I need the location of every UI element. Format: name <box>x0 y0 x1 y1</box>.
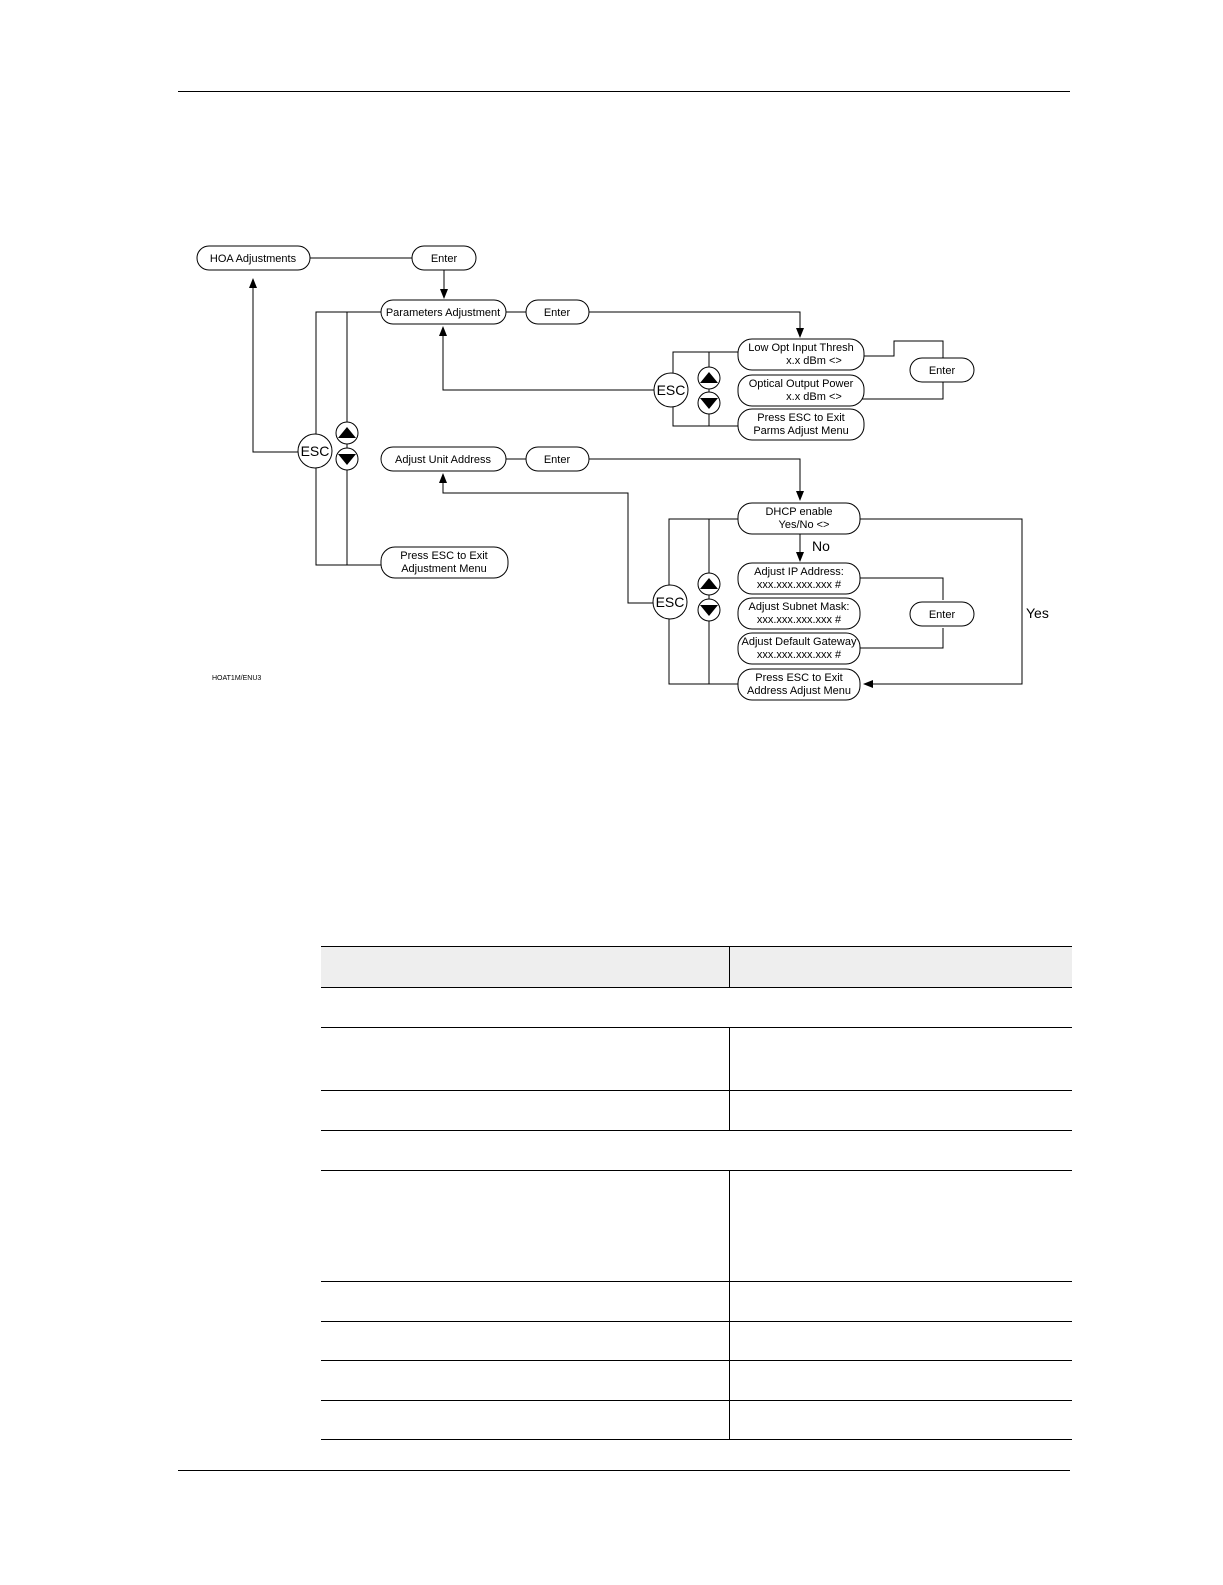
low-opt-line1: Low Opt Input Thresh <box>748 342 854 354</box>
exit-main-node: Press ESC to Exit Adjustment Menu <box>380 546 509 579</box>
ip-line2: xxx.xxx.xxx.xxx # <box>757 579 842 591</box>
table-cell <box>730 1282 1073 1322</box>
figure-code: HOAT1M/ENU3 <box>212 675 261 682</box>
optical-out-line2: x.x dBm <> <box>786 391 842 403</box>
table-cell <box>321 1090 730 1131</box>
esc-main-button: ESC <box>297 433 333 469</box>
esc-address-label: ESC <box>656 594 685 610</box>
flow-connectors <box>249 257 1023 688</box>
no-label: No <box>812 538 830 554</box>
esc-main-label: ESC <box>301 443 330 459</box>
table-row <box>321 1090 1073 1131</box>
enter-top-label: Enter <box>431 253 458 265</box>
esc-params-label: ESC <box>657 382 686 398</box>
dhcp-enable-node: DHCP enable Yes/No <> <box>737 502 861 535</box>
yes-label: Yes <box>1026 605 1049 621</box>
adjust-ip-node: Adjust IP Address: xxx.xxx.xxx.xxx # <box>737 562 861 595</box>
esc-params-button: ESC <box>653 372 689 408</box>
table-row <box>321 1281 1073 1322</box>
table-cell <box>321 1170 730 1282</box>
adjust-unit-address-label: Adjust Unit Address <box>395 454 491 466</box>
low-opt-line2: x.x dBm <> <box>786 355 842 367</box>
arrow-keys-address <box>697 572 721 622</box>
table-cell <box>730 1171 1073 1282</box>
adjust-unit-address-node: Adjust Unit Address <box>380 446 507 472</box>
table-cell <box>730 1091 1073 1131</box>
exit-params-node: Press ESC to Exit Parms Adjust Menu <box>737 408 865 441</box>
table-row <box>321 1170 1073 1282</box>
spec-table <box>321 946 1072 1440</box>
esc-address-button: ESC <box>652 584 688 620</box>
enter-right-address-label: Enter <box>929 609 956 621</box>
hoa-adjustments-flowchart: HOA Adjustments Enter Parameters Adjustm… <box>196 245 1049 701</box>
table-cell <box>730 1028 1073 1091</box>
up-arrow-icon <box>335 421 359 445</box>
arrow-keys-params <box>697 366 721 415</box>
table-cell <box>730 1322 1073 1361</box>
table-cell <box>321 1321 730 1361</box>
parameters-adjustment-node: Parameters Adjustment <box>380 299 507 325</box>
table-header-cell <box>321 946 730 988</box>
footer-rule <box>178 1470 1070 1471</box>
low-opt-input-node: Low Opt Input Thresh x.x dBm <> <box>737 338 865 371</box>
hoa-adjustments-node: HOA Adjustments <box>196 245 311 271</box>
enter-address-node: Enter <box>525 446 590 472</box>
exit-address-line2: Address Adjust Menu <box>747 685 851 697</box>
adjust-subnet-node: Adjust Subnet Mask: xxx.xxx.xxx.xxx # <box>737 597 861 630</box>
subnet-line2: xxx.xxx.xxx.xxx # <box>757 614 842 626</box>
down-arrow-icon <box>697 391 721 415</box>
dhcp-line2: Yes/No <> <box>779 519 830 531</box>
table-cell <box>730 1401 1073 1440</box>
table-section-cell <box>321 988 1072 1028</box>
table-header-row <box>321 946 1073 988</box>
optical-output-node: Optical Output Power x.x dBm <> <box>737 374 865 407</box>
enter-address-label: Enter <box>544 454 571 466</box>
up-arrow-icon <box>697 572 721 596</box>
exit-address-node: Press ESC to Exit Address Adjust Menu <box>737 668 861 701</box>
table-row <box>321 1027 1073 1091</box>
gateway-line1: Adjust Default Gateway <box>742 636 857 648</box>
table-cell <box>321 1027 730 1091</box>
enter-params-label: Enter <box>544 307 571 319</box>
table-section-row <box>321 1131 1072 1171</box>
enter-right-address-node: Enter <box>909 601 975 627</box>
table-cell <box>321 1360 730 1401</box>
exit-params-line1: Press ESC to Exit <box>757 412 844 424</box>
enter-right-params-label: Enter <box>929 365 956 377</box>
down-arrow-icon <box>335 447 359 471</box>
exit-main-line1: Press ESC to Exit <box>400 550 487 562</box>
hoa-adjustments-label: HOA Adjustments <box>210 253 297 265</box>
up-arrow-icon <box>697 366 721 390</box>
enter-top-node: Enter <box>411 245 477 271</box>
dhcp-line1: DHCP enable <box>765 506 832 518</box>
parameters-adjustment-label: Parameters Adjustment <box>386 307 500 319</box>
table-cell <box>321 1400 730 1440</box>
table-section-cell <box>321 1131 1072 1171</box>
adjust-gateway-node: Adjust Default Gateway xxx.xxx.xxx.xxx # <box>737 632 861 665</box>
enter-params-node: Enter <box>525 299 590 325</box>
down-arrow-icon <box>697 598 721 622</box>
gateway-line2: xxx.xxx.xxx.xxx # <box>757 649 842 661</box>
table-row <box>321 1360 1073 1401</box>
exit-params-line2: Parms Adjust Menu <box>753 425 848 437</box>
arrow-keys-main <box>335 421 359 471</box>
exit-address-line1: Press ESC to Exit <box>755 672 842 684</box>
table-cell <box>730 1361 1073 1401</box>
table-section-row <box>321 988 1072 1028</box>
exit-main-line2: Adjustment Menu <box>401 563 487 575</box>
table-row <box>321 1321 1073 1361</box>
subnet-line1: Adjust Subnet Mask: <box>749 601 850 613</box>
header-rule <box>178 91 1070 92</box>
table-header-cell <box>730 947 1073 988</box>
ip-line1: Adjust IP Address: <box>754 566 844 578</box>
optical-out-line1: Optical Output Power <box>749 378 854 390</box>
table-cell <box>321 1281 730 1322</box>
table-row <box>321 1400 1073 1440</box>
enter-right-params-node: Enter <box>909 357 975 383</box>
